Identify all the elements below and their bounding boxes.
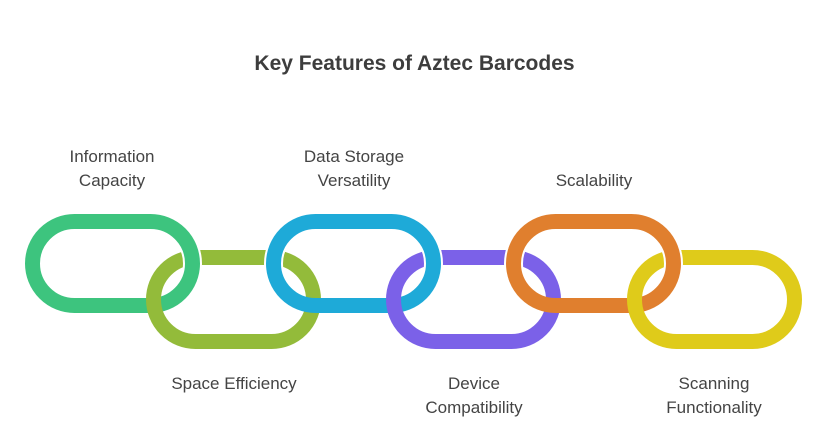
- chain-link-1: [175, 240, 200, 270]
- chain-link-3: [266, 240, 291, 270]
- chain-link-5: [506, 240, 531, 270]
- label-scalability: Scalability: [555, 171, 633, 190]
- chain-link-3: [416, 240, 441, 270]
- label-scanning-functionality: Scanning Functionality: [666, 374, 762, 417]
- label-space-efficiency: Space Efficiency: [171, 374, 297, 393]
- label-device-compatibility: Device Compatibility: [425, 374, 523, 417]
- chain-link-5: [656, 240, 681, 270]
- chain-link-6: [627, 250, 802, 349]
- diagram-title: Key Features of Aztec Barcodes: [254, 52, 575, 75]
- label-information-capacity: Information Capacity: [69, 147, 155, 190]
- label-data-storage-versatility: Data Storage Versatility: [303, 147, 405, 190]
